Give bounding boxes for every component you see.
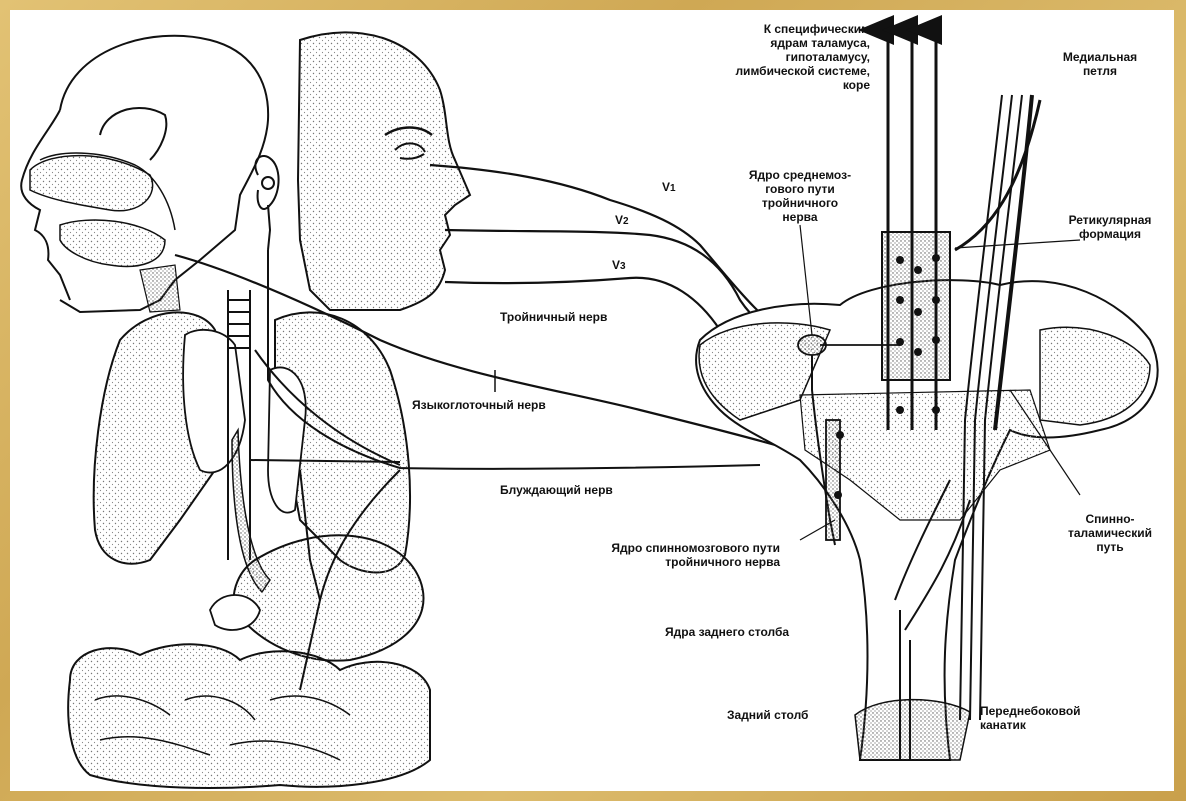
label-v1: V1 bbox=[662, 180, 676, 196]
label-line: петля bbox=[1045, 64, 1155, 78]
label-line: нерва bbox=[725, 210, 875, 224]
label-line: тройничного bbox=[725, 196, 875, 210]
label-spinothalamic-tract: Спинно- таламический путь bbox=[1060, 512, 1160, 554]
label-dorsal-column-nuclei: Ядра заднего столба bbox=[665, 625, 789, 639]
face bbox=[298, 32, 470, 310]
label-mesencephalic-nucleus: Ядро среднемоз- гового пути тройничного … bbox=[725, 168, 875, 224]
label-line: гового пути bbox=[725, 182, 875, 196]
label-line: лимбической системе, bbox=[695, 64, 870, 78]
label-line: Спинно- bbox=[1060, 512, 1160, 526]
label-line: Медиальная bbox=[1045, 50, 1155, 64]
label-v1-letter: V bbox=[662, 180, 670, 194]
ear bbox=[255, 156, 278, 250]
label-line: таламический bbox=[1060, 526, 1160, 540]
label-trigeminal-nerve: Тройничный нерв bbox=[500, 310, 607, 324]
label-line: путь bbox=[1060, 540, 1160, 554]
intestines bbox=[68, 644, 430, 788]
pharynx bbox=[140, 265, 180, 312]
label-line: ядрам таламуса, bbox=[695, 36, 870, 50]
oral-cavity bbox=[60, 220, 165, 266]
label-line: канатик bbox=[980, 718, 1081, 732]
spinal-cord-section bbox=[855, 700, 970, 760]
label-glossopharyngeal-nerve: Языкоглоточный нерв bbox=[412, 398, 546, 412]
label-spinal-nucleus: Ядро спинномозгового пути тройничного не… bbox=[560, 541, 780, 569]
label-medial-lemniscus: Медиальная петля bbox=[1045, 50, 1155, 78]
label-line: тройничного нерва bbox=[560, 555, 780, 569]
label-v2: V2 bbox=[615, 213, 629, 229]
label-v3: V3 bbox=[612, 258, 626, 274]
label-anterolateral-funiculus: Переднебоковой канатик bbox=[980, 704, 1081, 732]
label-thalamus-target: К специфическим ядрам таламуса, гипотала… bbox=[695, 22, 870, 92]
label-reticular-formation: Ретикулярная формация bbox=[1045, 213, 1175, 241]
label-v3-subscript: 3 bbox=[620, 261, 626, 272]
label-line: Переднебоковой bbox=[980, 704, 1081, 718]
stomach bbox=[234, 535, 424, 660]
label-line: Ядро спинномозгового пути bbox=[560, 541, 780, 555]
label-line: К специфическим bbox=[695, 22, 870, 36]
label-line: Ретикулярная bbox=[1045, 213, 1175, 227]
label-v3-letter: V bbox=[612, 258, 620, 272]
reticular-formation-block bbox=[882, 232, 950, 380]
label-line: Ядро среднемоз- bbox=[725, 168, 875, 182]
label-line: гипоталамусу, bbox=[695, 50, 870, 64]
label-dorsal-column: Задний столб bbox=[727, 708, 808, 722]
label-line: коре bbox=[695, 78, 870, 92]
label-v2-letter: V bbox=[615, 213, 623, 227]
label-v1-subscript: 1 bbox=[670, 183, 676, 194]
label-line: формация bbox=[1045, 227, 1175, 241]
label-v2-subscript: 2 bbox=[623, 216, 629, 227]
label-vagus-nerve: Блуждающий нерв bbox=[500, 483, 613, 497]
